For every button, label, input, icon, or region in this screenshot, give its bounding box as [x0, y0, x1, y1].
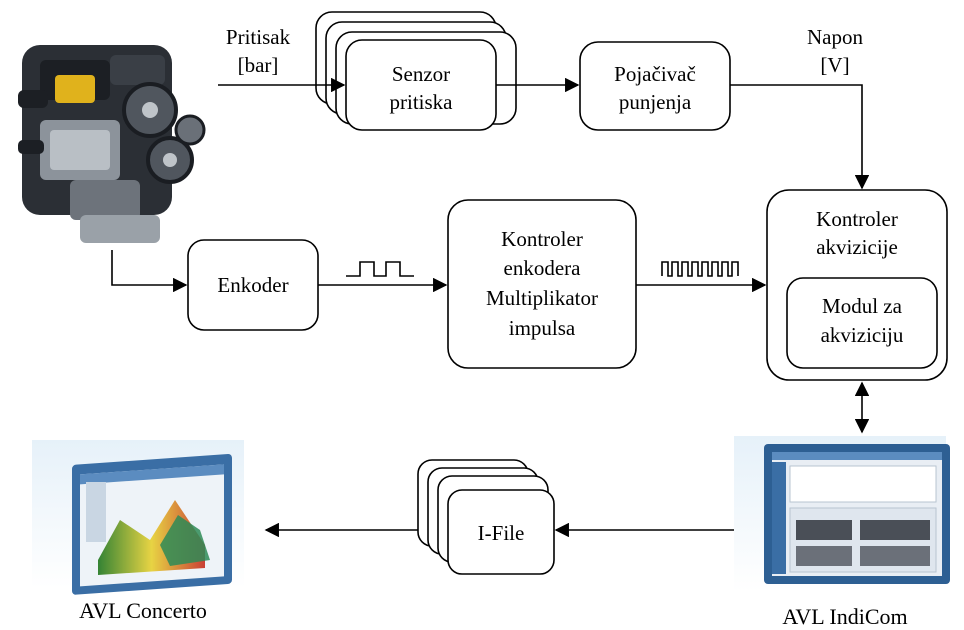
enc-ctrl-line3: Multiplikator: [486, 286, 598, 310]
encoder-label: Enkoder: [217, 273, 288, 297]
concerto-monitor-image: [32, 440, 244, 595]
ifile-stack: [417, 459, 555, 575]
amplifier-label-line2: punjenja: [619, 90, 692, 114]
pressure-label-line1: Pritisak: [226, 25, 291, 49]
voltage-label-line2: [V]: [820, 53, 849, 77]
acquisition-module-box: [786, 277, 938, 369]
pressure-sensor-stack: [315, 11, 517, 131]
acq-ctrl-line1: Kontroler: [816, 207, 898, 231]
sensor-label-line1: Senzor: [392, 62, 450, 86]
indicom-monitor-image: [734, 436, 950, 592]
acq-module-line1: Modul za: [822, 294, 903, 318]
indicom-caption: AVL IndiCom: [782, 604, 907, 629]
enc-ctrl-line2: enkodera: [504, 256, 582, 280]
connectors: [111, 77, 870, 538]
enc-ctrl-line4: impulsa: [509, 316, 576, 340]
pulse-wave-fast: [661, 261, 739, 277]
acq-ctrl-line2: akvizicije: [816, 235, 898, 259]
amplifier-label-line1: Pojačivač: [614, 62, 696, 86]
concerto-caption: AVL Concerto: [79, 598, 207, 623]
voltage-label-line1: Napon: [807, 25, 863, 49]
enc-ctrl-line1: Kontroler: [501, 227, 583, 251]
pressure-label-line2: [bar]: [238, 53, 279, 77]
engine-image: [18, 45, 206, 243]
pulse-wave-slow: [346, 261, 414, 277]
sensor-label-line2: pritiska: [390, 90, 454, 114]
acq-module-line2: akviziciju: [821, 323, 904, 347]
charge-amplifier-box: [579, 41, 731, 131]
encoder-controller-box: [447, 199, 637, 369]
ifile-label: I-File: [478, 521, 525, 545]
